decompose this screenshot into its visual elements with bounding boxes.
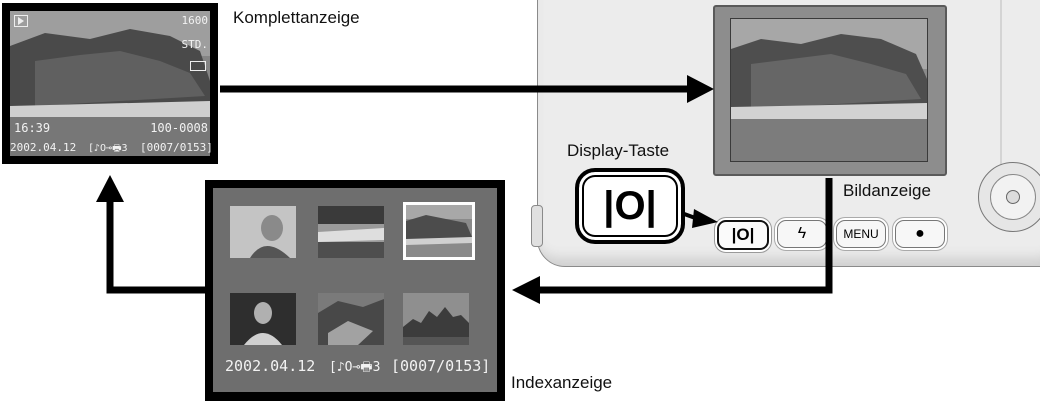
thumbnail-2[interactable] bbox=[318, 206, 384, 258]
display-button-label: |O| bbox=[731, 225, 755, 244]
folder-file-number: 100-0008 bbox=[150, 121, 208, 135]
index-date: 2002.04.12 bbox=[225, 357, 316, 375]
full-display-screen: 1600 STD. 16:39 100-0008 2002.04.12 [♪O⊸… bbox=[2, 3, 218, 164]
arrow-index-to-full bbox=[106, 200, 207, 294]
thumbnail-1[interactable] bbox=[230, 206, 296, 258]
record-button[interactable]: ● bbox=[895, 220, 945, 248]
arrow-image-to-index bbox=[540, 178, 833, 294]
index-display-screen: 2002.04.12 [♪O⊸🖶3 [0007/0153] bbox=[205, 180, 505, 401]
menu-button-label: MENU bbox=[843, 227, 879, 241]
label-display-button: Display-Taste bbox=[567, 141, 670, 160]
display-key-enlarged[interactable]: |O| bbox=[575, 168, 685, 244]
status-icons: [♪O⊸🖶3 bbox=[88, 143, 128, 154]
display-key-symbol: |O| bbox=[603, 183, 657, 228]
label-image-only: Bildanzeige bbox=[843, 181, 931, 200]
camera-body-right-edge bbox=[1000, 0, 1002, 190]
index-frame-counter: [0007/0153] bbox=[391, 357, 491, 375]
image-quality: STD. bbox=[181, 38, 209, 51]
display-button-pointer-head bbox=[692, 209, 718, 228]
frame-counter: [0007/0153] bbox=[140, 141, 213, 154]
display-button[interactable]: |O| bbox=[717, 220, 769, 250]
arrowhead-left bbox=[512, 276, 540, 304]
camera-body-side-bump bbox=[531, 205, 543, 247]
battery-icon bbox=[190, 61, 206, 71]
controller-center[interactable] bbox=[1006, 190, 1020, 204]
camera-lcd-screen bbox=[730, 18, 928, 162]
playback-icon bbox=[14, 15, 28, 27]
arrowhead-right bbox=[687, 75, 714, 103]
arrowhead-up bbox=[96, 175, 124, 202]
label-index-display: Indexanzeige bbox=[511, 373, 613, 392]
landscape-photo bbox=[731, 19, 927, 161]
capture-date: 2002.04.12 bbox=[10, 141, 77, 154]
playback-triangle bbox=[18, 17, 24, 25]
full-display-photo bbox=[10, 11, 210, 156]
flash-icon: ϟ bbox=[797, 225, 807, 242]
thumbnail-5[interactable] bbox=[318, 293, 384, 345]
iso-value: 1600 bbox=[181, 14, 209, 27]
capture-time: 16:39 bbox=[14, 121, 51, 135]
menu-button[interactable]: MENU bbox=[836, 220, 886, 248]
thumbnail-4[interactable] bbox=[230, 293, 296, 345]
index-status-icons: [♪O⊸🖶3 bbox=[329, 360, 381, 375]
thumbnail-6[interactable] bbox=[403, 293, 469, 345]
label-full-display: Komplettanzeige bbox=[233, 8, 360, 27]
thumbnail-3-selected[interactable] bbox=[403, 202, 475, 260]
record-icon: ● bbox=[915, 225, 925, 242]
